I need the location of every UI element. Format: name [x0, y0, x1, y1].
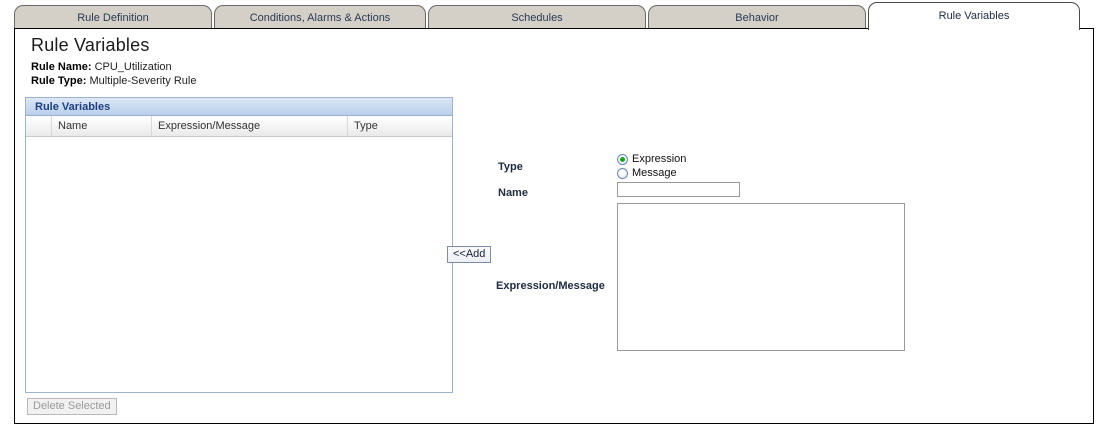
delete-selected-button[interactable]: Delete Selected — [27, 398, 117, 415]
grid-caption: Rule Variables — [26, 98, 452, 116]
tab-label: Rule Definition — [77, 12, 149, 24]
column-header-expression-message[interactable]: Expression/Message — [152, 116, 348, 136]
radio-option-expression[interactable]: Expression — [617, 153, 686, 165]
tab-rule-definition[interactable]: Rule Definition — [14, 5, 212, 30]
column-header-select[interactable] — [26, 116, 52, 136]
tab-behavior[interactable]: Behavior — [648, 5, 866, 30]
tab-conditions-alarms-actions[interactable]: Conditions, Alarms & Actions — [214, 5, 426, 30]
rule-name-line: Rule Name: CPU_Utilization — [31, 61, 172, 73]
active-tab-merge-strip — [880, 27, 1076, 30]
tab-label: Conditions, Alarms & Actions — [249, 12, 391, 24]
rule-variables-grid: Rule Variables Name Expression/Message T… — [25, 97, 453, 393]
rule-type-value: Multiple-Severity Rule — [89, 75, 197, 87]
content-panel: Rule Variables Rule Name: CPU_Utilizatio… — [14, 28, 1094, 424]
column-header-type[interactable]: Type — [354, 120, 378, 132]
rule-name-value: CPU_Utilization — [94, 61, 172, 73]
radio-option-label: Message — [632, 167, 677, 179]
expression-message-label: Expression/Message — [496, 280, 605, 292]
rule-type-label: Rule Type: — [31, 75, 87, 87]
radio-button-icon[interactable] — [617, 167, 628, 179]
type-label: Type — [498, 161, 523, 173]
grid-header-row: Name Expression/Message Type — [26, 116, 452, 137]
grid-body-empty — [26, 137, 452, 390]
tab-label: Schedules — [511, 12, 563, 24]
rule-type-line: Rule Type: Multiple-Severity Rule — [31, 75, 196, 87]
tab-label: Rule Variables — [938, 10, 1010, 22]
rule-name-label: Rule Name: — [31, 61, 92, 73]
tab-rule-variables[interactable]: Rule Variables — [868, 2, 1080, 30]
expression-message-textarea[interactable] — [617, 203, 905, 351]
tab-label: Behavior — [735, 12, 779, 24]
tab-schedules[interactable]: Schedules — [428, 5, 646, 30]
name-label: Name — [498, 187, 528, 199]
page-title: Rule Variables — [31, 35, 150, 55]
radio-option-message[interactable]: Message — [617, 167, 677, 179]
name-input[interactable] — [617, 182, 740, 197]
column-header-name[interactable]: Name — [52, 116, 152, 136]
radio-option-label: Expression — [632, 153, 687, 165]
add-button[interactable]: <<Add — [447, 246, 492, 263]
radio-button-icon[interactable] — [617, 153, 628, 165]
tab-bar: Rule Definition Conditions, Alarms & Act… — [0, 0, 1108, 30]
